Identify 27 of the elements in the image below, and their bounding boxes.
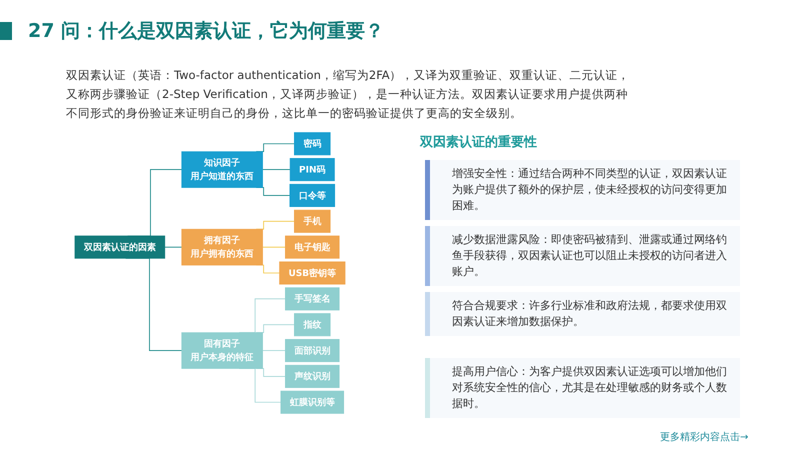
node-box: PIN码	[290, 158, 335, 182]
node-box: 拥有因子 用户拥有的东西	[181, 228, 263, 266]
node-box: 知识因子 用户知道的东西	[181, 151, 263, 188]
connector	[164, 246, 182, 248]
importance-item: 提高用户信心：为客户提供双因素认证选项可以增加他们对系统安全性的信心，尤其是在处理敏感的财务或个人数据时。	[425, 358, 740, 418]
page-title: 27 问：什么是双因素认证，它为何重要？	[28, 19, 384, 44]
node-box: 口令等	[290, 184, 336, 207]
importance-item: 符合合规要求：许多行业标准和政府法规，都要求使用双因素认证来增加数据保护。	[425, 292, 740, 336]
node-box: 手写签名	[285, 287, 340, 310]
importance-item: 减少数据泄露风险：即使密码被猜到、泄露或通过网络钓鱼手段获得，双因素认证也可以阻止未授权的访问者进入账户。	[425, 226, 740, 286]
connector	[262, 350, 286, 351]
node-box: 固有因子 用户本身的特征	[181, 332, 263, 369]
node-box: 面部识别	[285, 339, 340, 362]
node-box: 声纹识别	[285, 364, 340, 388]
node-box: 密码	[294, 132, 331, 156]
node-box: 电子钥匙	[285, 236, 340, 259]
more-link: 更多精彩内容点击→	[660, 430, 748, 444]
section-heading: 双因素认证的重要性	[420, 134, 537, 151]
node-box: USB密钥等	[279, 261, 346, 285]
intro-paragraph: 双因素认证（英语：Two-factor authentication，缩写为2FA），又译为双重验证、双重认证、二元认证，又称两步骤验证（2-Step Verification，又译两步验证），是一种认证方法。双因素认证要求用户提供两种不同形式的身份验证来证明自己的身份，这比单一的密码验证提供了更高的安全级别。	[66, 67, 631, 122]
node-box: 指纹	[294, 313, 331, 336]
node-box: 双因素认证的因素	[74, 236, 166, 259]
node-box: 手机	[294, 210, 331, 233]
node-box: 虹膜识别等	[280, 390, 344, 414]
connector	[262, 246, 286, 248]
connector	[262, 169, 290, 170]
importance-item: 增强安全性：通过结合两种不同类型的认证，双因素认证为账户提供了额外的保护层，使未经授权的访问变得更加困难。	[425, 160, 740, 220]
